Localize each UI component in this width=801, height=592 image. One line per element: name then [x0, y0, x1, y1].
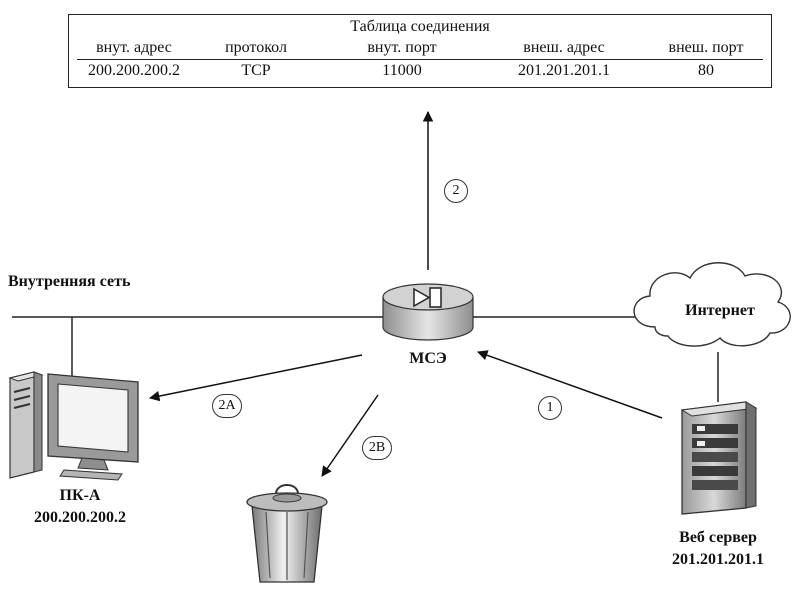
pc-name-label: ПК-А	[59, 487, 101, 504]
table-header-protocol: протокол	[225, 39, 287, 56]
table-cell-external-port: 80	[698, 62, 714, 79]
step-marker-2b: 2B	[362, 436, 392, 460]
table-header-external-address: внеш. адрес	[523, 39, 605, 56]
step-marker-2a: 2A	[212, 394, 242, 418]
table-cell-internal-address: 200.200.200.2	[88, 62, 180, 79]
step-marker-1: 1	[538, 396, 562, 420]
cloud-icon	[633, 262, 791, 347]
arrow-server-to-firewall	[477, 350, 663, 419]
firewall-label: МСЭ	[409, 350, 447, 367]
arrow-firewall-to-trash	[321, 394, 379, 477]
connection-table-title: Таблица соединения	[350, 18, 490, 35]
firewall-icon	[382, 283, 474, 341]
table-cell-protocol: TCP	[241, 62, 271, 79]
server-name-label: Веб сервер	[679, 529, 757, 546]
arrow-firewall-to-pc	[148, 354, 363, 402]
table-cell-internal-port: 11000	[382, 62, 422, 79]
table-header-internal-port: внут. порт	[367, 39, 437, 56]
internal-network-label: Внутренняя сеть	[8, 273, 131, 290]
server-icon	[680, 401, 758, 515]
server-address-label: 201.201.201.1	[672, 551, 764, 568]
pc-address-label: 200.200.200.2	[34, 509, 126, 526]
trash-can-icon	[246, 484, 328, 583]
table-header-internal-address: внут. адрес	[96, 39, 172, 56]
internet-label: Интернет	[685, 302, 755, 319]
computer-icon	[8, 371, 139, 481]
connection-table: Таблица соединения внут. адрес протокол …	[68, 14, 772, 88]
table-header-external-port: внеш. порт	[668, 39, 744, 56]
step-marker-2: 2	[444, 179, 468, 203]
table-cell-external-address: 201.201.201.1	[518, 62, 610, 79]
table-header-rule	[77, 59, 763, 61]
